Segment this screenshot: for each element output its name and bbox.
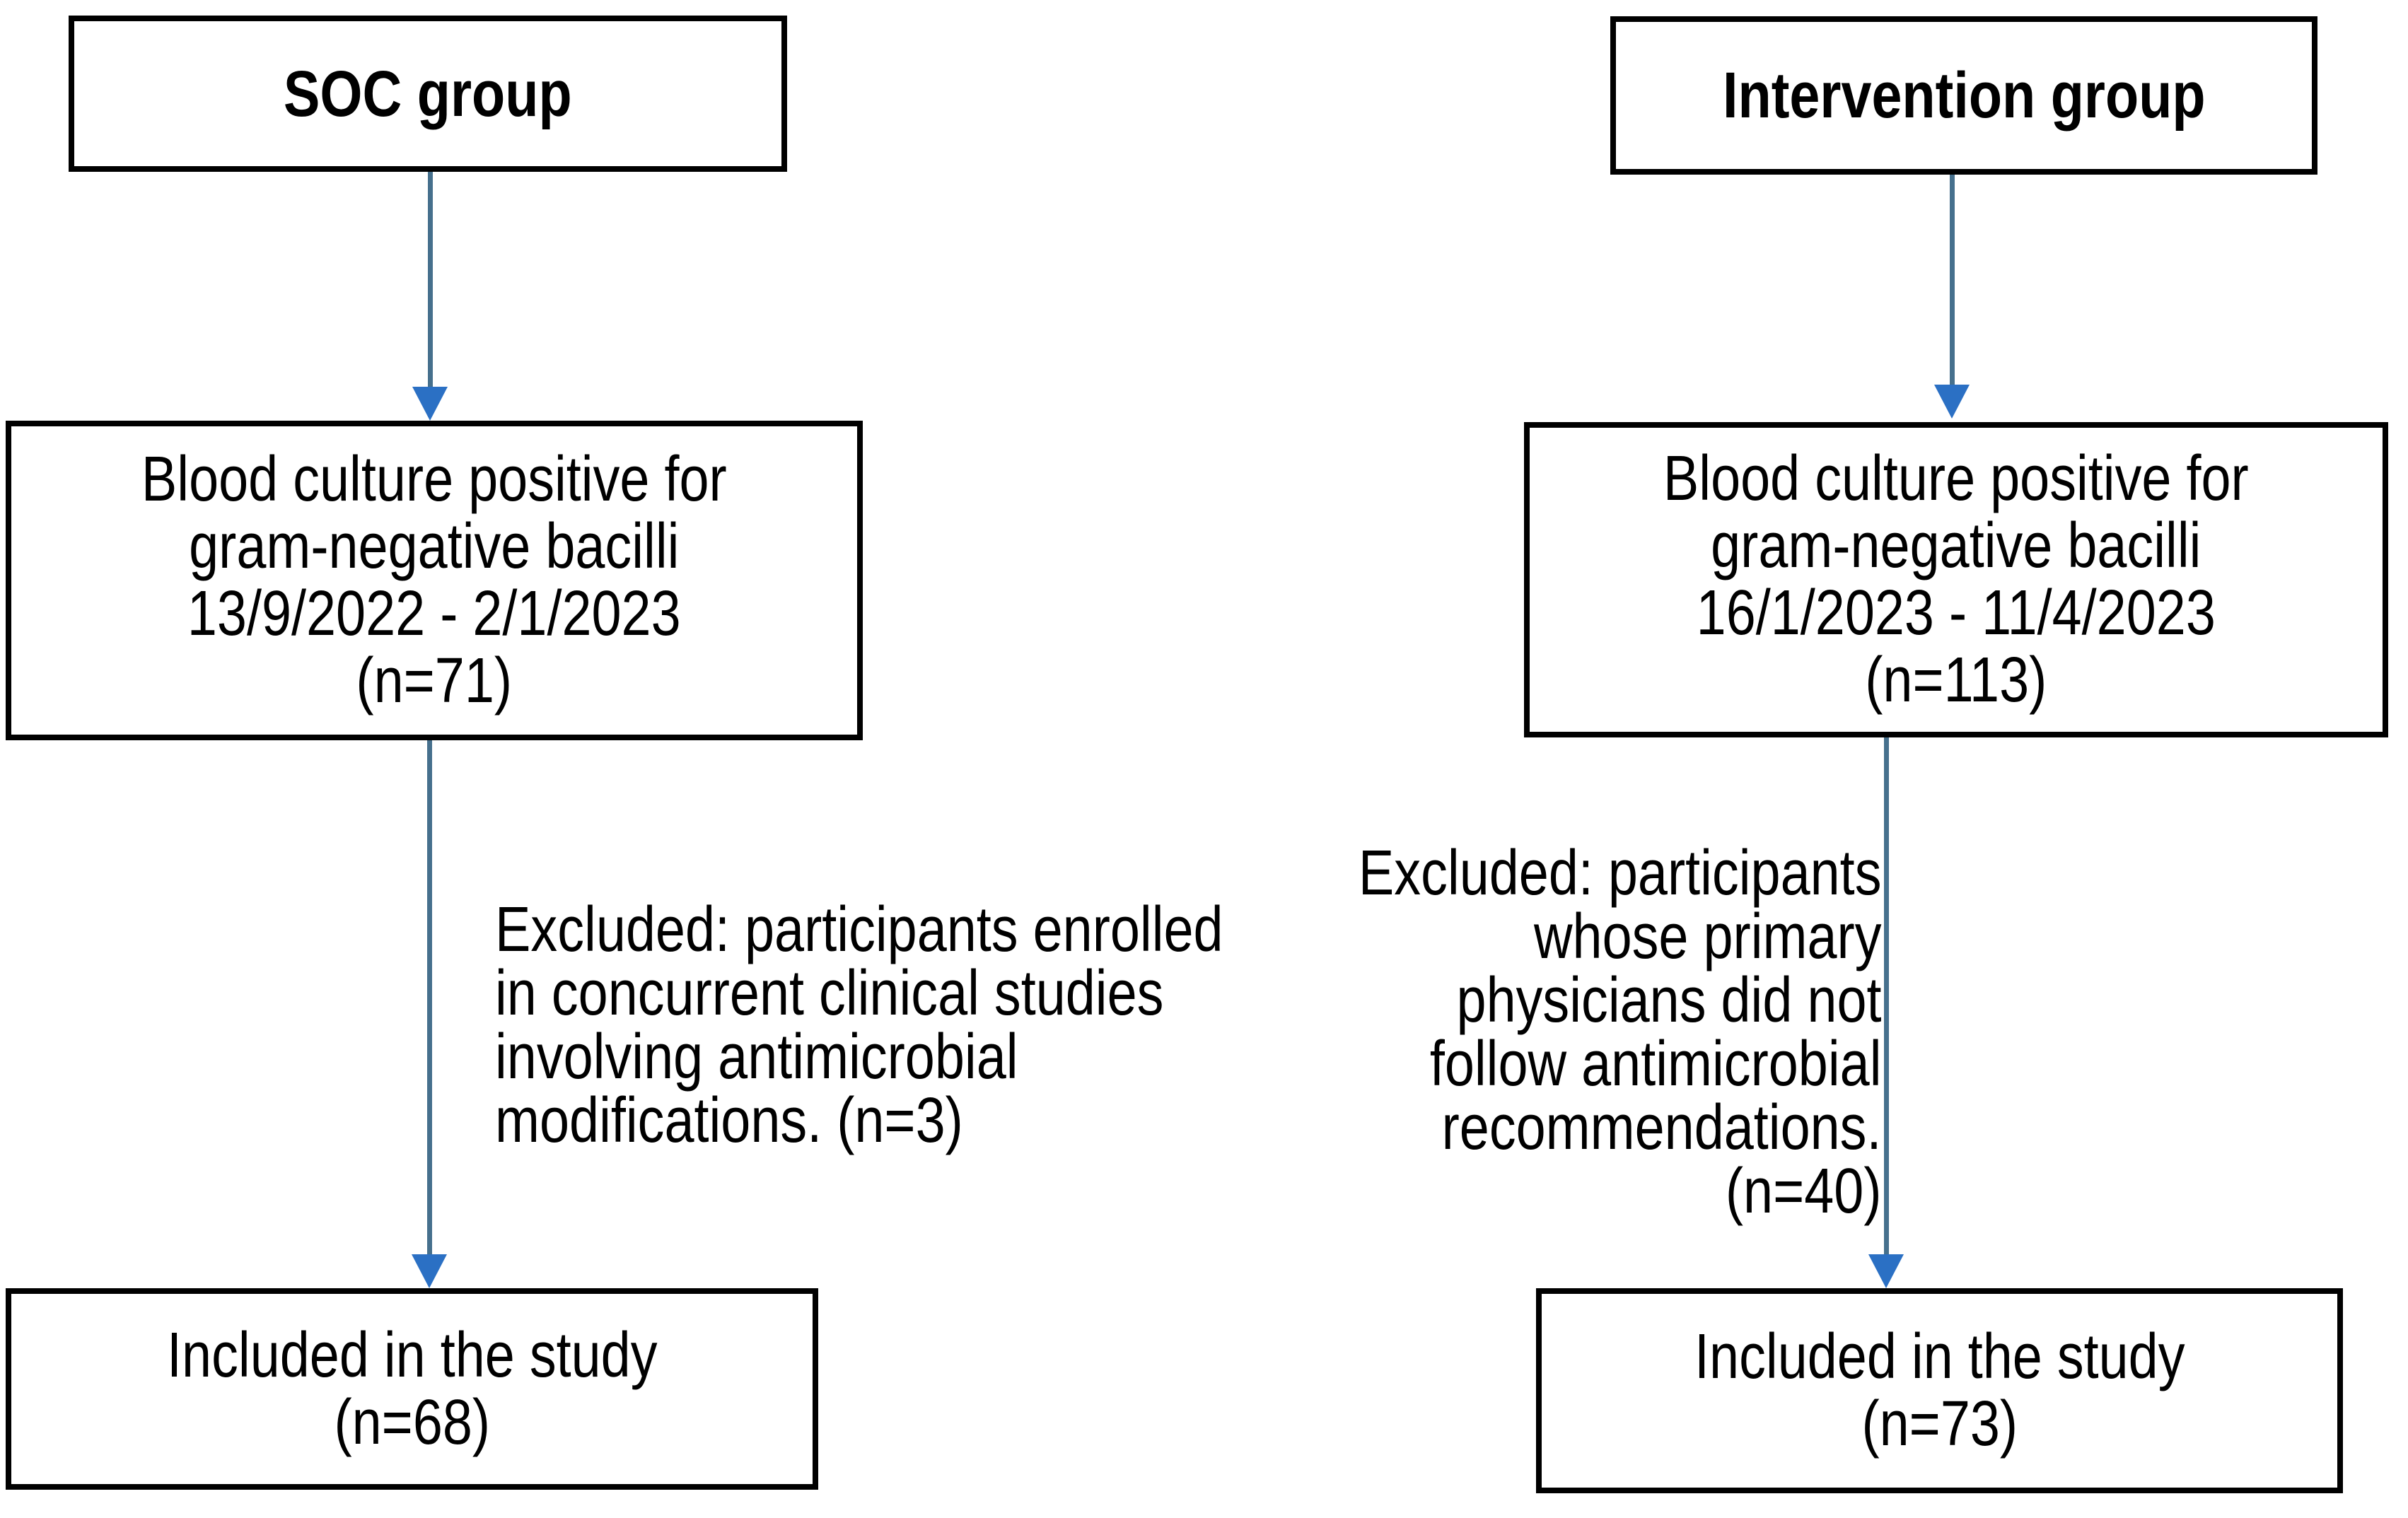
intervention-eligible-box: Blood culture positive for gram-negative…	[1524, 422, 2388, 737]
soc-group-header-label: SOC group	[284, 57, 572, 130]
intervention-arrow-2-line	[1884, 737, 1889, 1256]
intervention-included-box: Included in the study (n=73)	[1536, 1288, 2343, 1493]
soc-arrow-2-line	[427, 740, 432, 1256]
intervention-included-label: Included in the study (n=73)	[1694, 1321, 2185, 1459]
soc-arrow-2-down-icon	[412, 1254, 447, 1288]
soc-group-header-box: SOC group	[69, 16, 787, 172]
soc-arrow-1-down-icon	[412, 387, 448, 421]
intervention-arrow-1-down-icon	[1934, 385, 1970, 419]
intervention-arrow-1-line	[1950, 175, 1955, 387]
intervention-eligible-label: Blood culture positive for gram-negative…	[1663, 443, 2249, 716]
intervention-excluded-note: Excluded: participants whose primary phy…	[1358, 838, 1881, 1227]
soc-included-box: Included in the study (n=68)	[6, 1288, 818, 1490]
intervention-group-header-box: Intervention group	[1610, 16, 2317, 175]
soc-eligible-label: Blood culture positive for gram-negative…	[141, 444, 727, 716]
soc-included-label: Included in the study (n=68)	[166, 1319, 658, 1458]
intervention-group-header-label: Intervention group	[1722, 59, 2206, 132]
soc-eligible-box: Blood culture positive for gram-negative…	[6, 421, 863, 740]
soc-arrow-1-line	[428, 172, 433, 389]
intervention-arrow-2-down-icon	[1868, 1254, 1904, 1288]
soc-excluded-note: Excluded: participants enrolled in concu…	[495, 894, 1223, 1156]
